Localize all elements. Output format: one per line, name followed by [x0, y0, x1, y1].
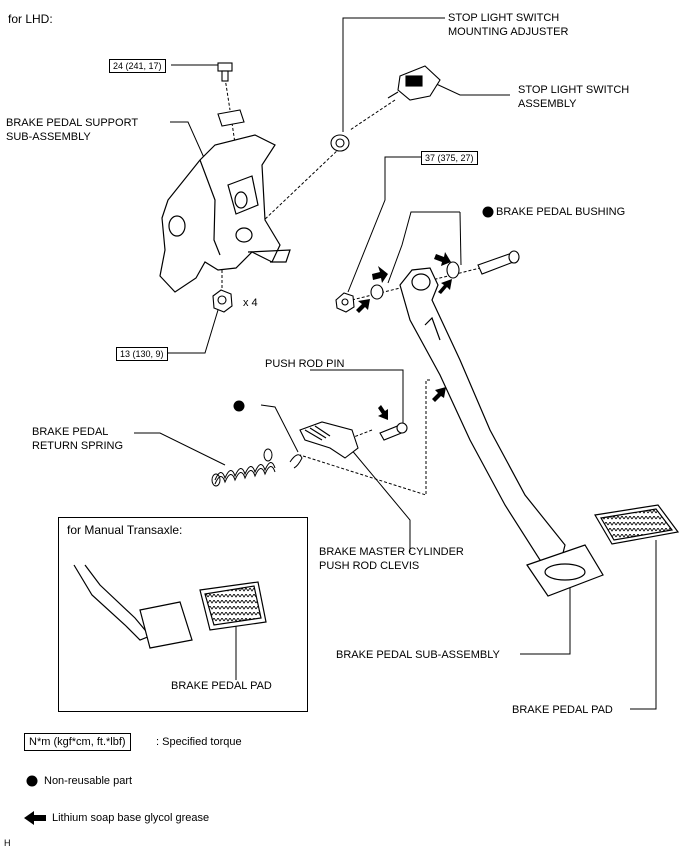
clip-nut — [217, 109, 245, 127]
stop-light-switch — [387, 65, 441, 101]
leader-lines — [134, 17, 657, 710]
label-stop-light-adjuster-line1: STOP LIGHT SWITCH — [448, 12, 560, 24]
brake-pedal-pad-part — [594, 504, 680, 545]
label-stop-light-adjuster-line2: MOUNTING ADJUSTER — [448, 26, 569, 38]
label-pedal-bushing: BRAKE PEDAL BUSHING — [496, 206, 626, 218]
label-pedal-pad: BRAKE PEDAL PAD — [512, 704, 613, 716]
pivot-bolt — [477, 250, 520, 275]
inset-title: for Manual Transaxle: — [67, 523, 183, 537]
label-push-rod-clevis-line2: PUSH ROD CLEVIS — [319, 560, 420, 572]
label-pedal-support-line1: BRAKE PEDAL SUPPORT — [6, 117, 139, 129]
torque-box-nuts: 13 (130, 9) — [116, 347, 168, 361]
torque-box-bolt-top: 24 (241, 17) — [109, 59, 166, 73]
label-stop-light-switch-line2: ASSEMBLY — [518, 98, 577, 110]
legend-arrow-icon — [24, 811, 46, 825]
clevis-clip — [289, 454, 303, 469]
pedal-support-bracket — [159, 134, 291, 293]
push-rod-clevis — [299, 421, 359, 459]
inset-pedal-drawing — [73, 564, 267, 649]
label-pedal-support-line2: SUB-ASSEMBLY — [6, 131, 91, 143]
label-return-spring-line2: RETURN SPRING — [32, 440, 124, 452]
legend-torque-desc: : Specified torque — [156, 736, 242, 748]
support-nut — [212, 289, 233, 313]
label-return-spring-line1: BRAKE PEDAL — [32, 426, 109, 438]
inset-label-pedal-pad: BRAKE PEDAL PAD — [171, 680, 272, 692]
label-push-rod-clevis-line1: BRAKE MASTER CYLINDER — [319, 546, 464, 558]
return-spring — [211, 448, 276, 487]
variant-label: for LHD: — [8, 12, 53, 26]
bushings — [370, 261, 460, 300]
manual-transaxle-inset — [58, 517, 308, 712]
push-rod-pin — [379, 422, 408, 441]
stop-light-adjuster — [330, 134, 350, 152]
pedal-foot-plate — [526, 544, 604, 597]
quantity-label: x 4 — [243, 297, 258, 309]
figure-code: H — [4, 838, 11, 848]
label-stop-light-switch-line1: STOP LIGHT SWITCH — [518, 84, 630, 96]
label-pedal-sub-assembly: BRAKE PEDAL SUB-ASSEMBLY — [336, 649, 500, 661]
legend-torque-unit-box: N*m (kgf*cm, ft.*lbf) — [24, 733, 131, 751]
legend-nonreusable: Non-reusable part — [44, 775, 133, 787]
pivot-nut — [335, 292, 355, 313]
mounting-bolt — [217, 62, 233, 82]
nonreusable-markers — [233, 206, 494, 412]
grease-arrows — [356, 252, 452, 420]
legend-dot-icon — [26, 775, 38, 787]
legend-grease: Lithium soap base glycol grease — [52, 812, 210, 824]
torque-box-pivot-bolt: 37 (375, 27) — [421, 151, 478, 165]
label-push-rod-pin: PUSH ROD PIN — [265, 358, 345, 370]
brake-pedal-arm — [399, 267, 566, 566]
